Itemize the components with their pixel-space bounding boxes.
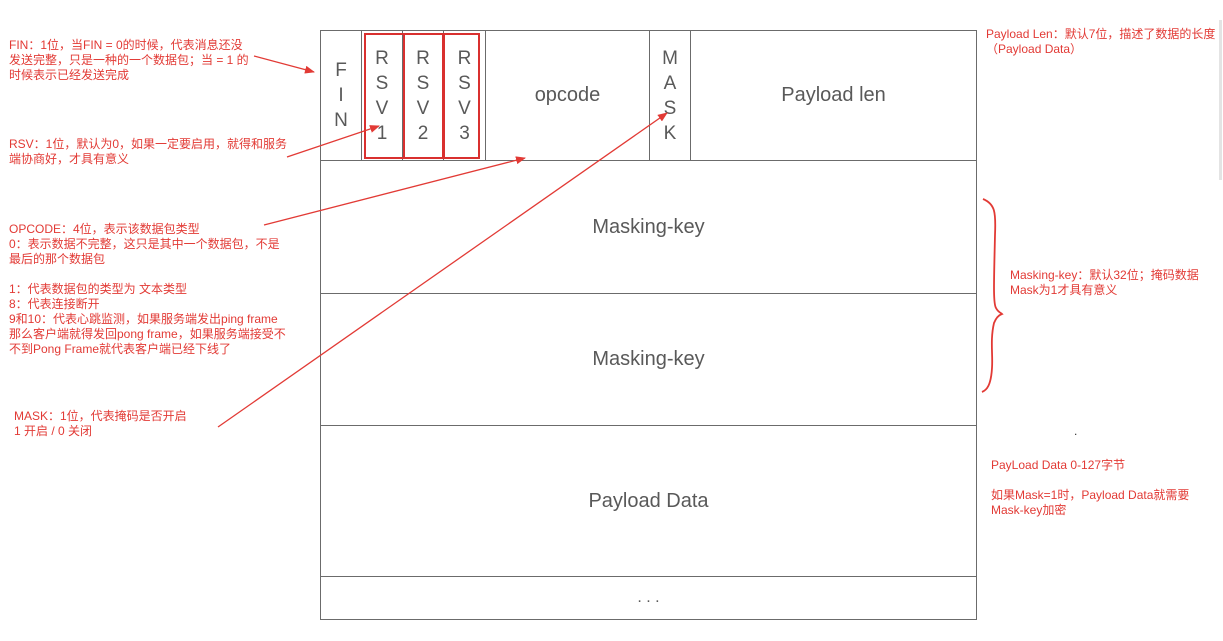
note-line: Masking-key：默认32位；掩码数据 <box>1010 268 1199 282</box>
note-line: 1：代表数据包的类型为 文本类型 <box>9 282 188 296</box>
opcode-arrow <box>263 156 526 226</box>
ellipsis-label: . . . <box>637 589 660 606</box>
note-line: 不到Pong Frame就代表客户端已经下线了 <box>9 342 232 356</box>
mask-char: A <box>663 72 677 94</box>
fin-char: F <box>335 60 347 81</box>
payload-len-label: Payload len <box>781 84 886 106</box>
note-line: 端协商好，才具有意义 <box>9 152 130 166</box>
note-line: 时候表示已经发送完成 <box>9 68 130 82</box>
note-line: FIN：1位，当FIN = 0的时候，代表消息还没 <box>9 38 243 52</box>
payload-len-note: Payload Len：默认7位，描述了数据的长度（Payload Data） <box>986 27 1215 57</box>
mask-arrow <box>217 112 668 428</box>
note-line: Mask为1才具有意义 <box>1010 283 1118 297</box>
note-line: 那么客户端就得发回pong frame，如果服务端接受不 <box>9 327 286 341</box>
masking-key-brace <box>981 198 1004 393</box>
mask-char: M <box>662 47 678 69</box>
note-line: 如果Mask=1时，Payload Data就需要 <box>991 488 1190 502</box>
rsv2-char: V <box>416 97 430 119</box>
fin-char: I <box>338 85 344 106</box>
window-edge <box>1219 20 1222 180</box>
ellipsis-cell: . . . <box>320 576 977 620</box>
mask-char: K <box>663 122 677 144</box>
note-line: 9和10：代表心跳监测，如果服务端发出ping frame <box>9 312 278 326</box>
opcode-label: opcode <box>534 84 601 106</box>
note-line: Mask-key加密 <box>991 503 1067 517</box>
rsv1-char: 1 <box>376 122 388 144</box>
masking-key-cell-2: Masking-key <box>320 293 977 426</box>
rsv1-char: S <box>375 72 389 94</box>
rsv2-char: 2 <box>417 122 429 144</box>
note-line: 1 开启 / 0 关闭 <box>14 424 93 438</box>
masking-key-label-1: Masking-key <box>592 215 705 238</box>
masking-key-label-2: Masking-key <box>592 348 705 370</box>
note-line: 0：表示数据不完整，这只是其中一个数据包，不是 <box>9 237 280 251</box>
rsv3-char: S <box>458 72 471 94</box>
payload-len-cell: Payload len <box>690 30 977 161</box>
opcode-cell: opcode <box>485 30 650 161</box>
note-line: RSV：1位，默认为0，如果一定要启用，就得和服务 <box>9 137 288 151</box>
note-line: PayLoad Data 0-127字节 <box>991 458 1126 472</box>
note-line: 发送完整，只是一种的一个数据包；当 = 1 的 <box>9 53 249 67</box>
fin-note: FIN：1位，当FIN = 0的时候，代表消息还没发送完整，只是一种的一个数据包… <box>9 38 249 83</box>
rsv2-char: S <box>416 72 430 94</box>
note-line: 最后的那个数据包 <box>9 252 106 266</box>
note-line: 8：代表连接断开 <box>9 297 100 311</box>
fin-char: N <box>334 110 348 131</box>
payload-data-label: Payload Data <box>588 489 709 512</box>
rsv3-char: 3 <box>459 122 470 144</box>
note-line: （Payload Data） <box>986 42 1083 56</box>
note-line: OPCODE：4位，表示该数据包类型 <box>9 222 200 236</box>
note-line: MASK：1位，代表掩码是否开启 <box>14 409 187 423</box>
rsv2-char: R <box>416 47 430 69</box>
rsv-arrow <box>286 125 380 158</box>
rsv1-char: R <box>375 47 389 69</box>
rsv3-char: R <box>457 47 472 69</box>
rsv-note: RSV：1位，默认为0，如果一定要启用，就得和服务端协商好，才具有意义 <box>9 137 287 167</box>
fin-arrow <box>253 55 315 74</box>
dot-note: . <box>1074 424 1078 438</box>
note-line: Payload Len：默认7位，描述了数据的长度 <box>986 27 1216 41</box>
rsv3-highlight <box>443 33 480 159</box>
rsv1-char: V <box>375 97 389 119</box>
rsv3-char: V <box>458 97 471 119</box>
payload-data-note: PayLoad Data 0-127字节 如果Mask=1时，Payload D… <box>991 458 1189 518</box>
